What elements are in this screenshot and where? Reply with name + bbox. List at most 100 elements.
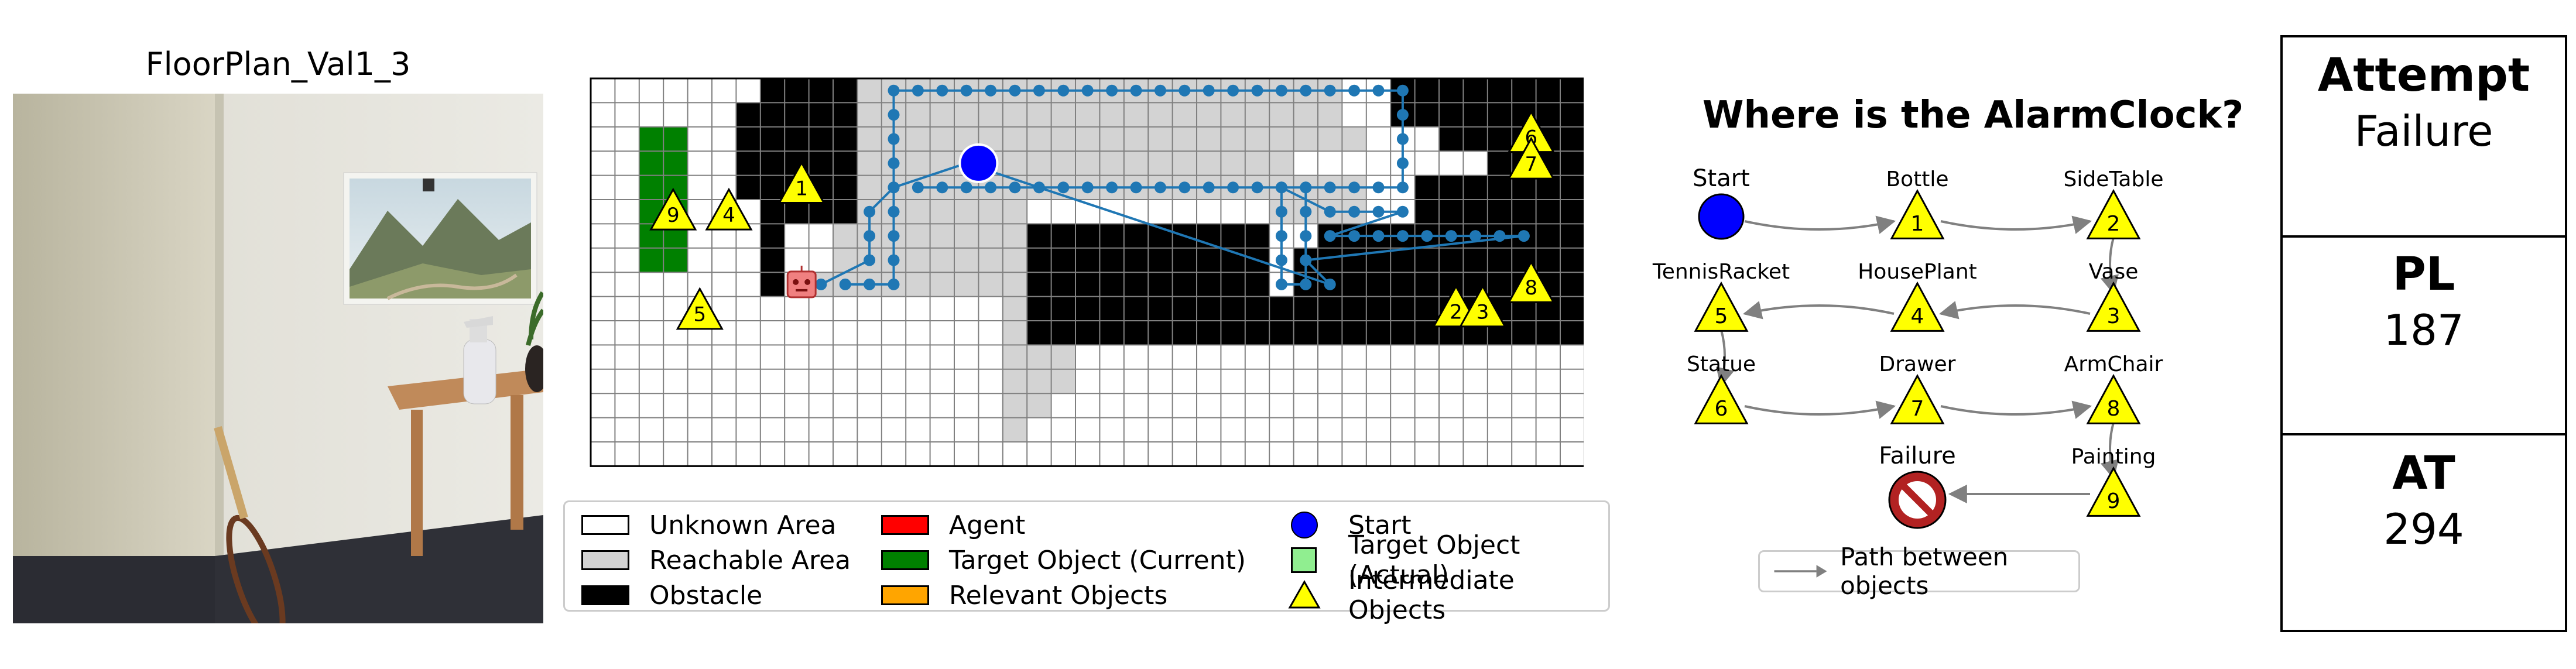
intermediate-object-marker (705, 187, 753, 231)
graph-node-number: 9 (2107, 489, 2121, 513)
path-point (864, 254, 876, 266)
obstacle-cell (760, 248, 785, 273)
graph-object-node (2086, 466, 2141, 517)
path-point (1033, 84, 1045, 97)
path-point (985, 84, 997, 97)
obstacle-cell (736, 151, 761, 176)
path-point (1227, 181, 1239, 194)
path-point (1106, 181, 1118, 194)
graph-edge-arrow (1742, 301, 1895, 320)
graph-node-number: 1 (1911, 212, 1924, 236)
path-point (815, 278, 827, 290)
path-point (912, 181, 924, 194)
marker-number: 7 (1525, 153, 1537, 176)
path-point (888, 157, 900, 169)
path-point (888, 230, 900, 242)
path-point (1300, 254, 1312, 266)
path-point (1275, 84, 1287, 97)
graph-object-node (1890, 373, 1945, 424)
scene-view-image (13, 94, 549, 644)
path-point (936, 84, 948, 97)
start-marker (958, 143, 999, 183)
path-point (1227, 84, 1239, 97)
graph-node-number: 3 (2107, 304, 2121, 328)
marker-number: 9 (667, 204, 680, 227)
legend-item: Reachable Area (581, 544, 851, 576)
path-point (1517, 230, 1530, 242)
path-point (1396, 84, 1409, 97)
legend-label: Target Object (Actual) (1348, 530, 1520, 590)
path-point (1057, 84, 1070, 97)
graph-object-node (1694, 373, 1749, 424)
graph-node-number: 6 (1715, 397, 1728, 421)
marker-number: 1 (795, 177, 808, 200)
intermediate-object-marker (1507, 260, 1555, 303)
graph-object-node (2086, 373, 2141, 424)
metric-at-value: 294 (2383, 505, 2464, 554)
path-point (1179, 84, 1191, 97)
metric-at-label: AT (2392, 447, 2455, 500)
marker-number: 2 (1450, 300, 1462, 324)
legend-item: Agent (881, 509, 1025, 541)
legend-label: Reachable Area (649, 545, 851, 575)
path-point (936, 181, 948, 194)
path-point (864, 205, 876, 218)
obstacle-cell (1414, 200, 1585, 224)
path-point (1324, 84, 1336, 97)
graph-node-label: SideTable (2064, 167, 2164, 191)
path-point (1324, 230, 1336, 242)
graph-object-node (1694, 281, 1749, 332)
legend-label: Intermediate Objects (1348, 565, 1515, 625)
path-point (1396, 133, 1409, 145)
reachable-cell (1002, 417, 1027, 442)
legend-swatch (1291, 547, 1317, 573)
path-point (960, 84, 972, 97)
graph-legend-label: Path between objects (1840, 543, 2009, 600)
path-point (1300, 278, 1312, 290)
path-point (864, 278, 876, 290)
obstacle-cell (736, 126, 761, 152)
path-point (1009, 181, 1021, 194)
path-point (1275, 254, 1287, 266)
metric-attempt-value: Failure (2354, 107, 2493, 156)
graph-node-number: 5 (1715, 304, 1728, 328)
legend-swatch (581, 585, 629, 605)
reachable-cell (1002, 345, 1075, 369)
path-point (1324, 181, 1336, 194)
intermediate-object-marker (1507, 136, 1555, 180)
unknown-cell (1293, 151, 1366, 176)
graph-title: Where is the AlarmClock? (1702, 94, 2244, 137)
path-point (1372, 84, 1385, 97)
path-point (1154, 181, 1166, 194)
metric-pl-label: PL (2392, 248, 2455, 301)
legend-swatch (581, 515, 629, 535)
path-point (1324, 205, 1336, 218)
path-point (888, 84, 900, 97)
graph-node-label: Drawer (1879, 352, 1956, 376)
path-point (1396, 230, 1409, 242)
path-point (1469, 230, 1482, 242)
obstacle-cell (736, 102, 761, 127)
path-point (839, 278, 851, 290)
path-point (1275, 230, 1287, 242)
path-point (1251, 181, 1263, 194)
marker-number: 4 (722, 204, 735, 227)
graph-node-label: Painting (2071, 445, 2156, 469)
path-point (985, 181, 997, 194)
graph-edge-arrow (1938, 301, 2091, 320)
graph-node-label: ArmChair (2064, 352, 2163, 376)
legend-swatch (881, 550, 929, 570)
path-point (1033, 181, 1045, 194)
occupancy-map: 194567238 (588, 76, 1585, 467)
path-point (1081, 181, 1094, 194)
path-point (888, 205, 900, 218)
metric-attempt-label: Attempt (2317, 49, 2530, 102)
path-point (1130, 84, 1142, 97)
graph-object-node (2086, 188, 2141, 239)
path-point (1081, 84, 1094, 97)
path-point (1300, 181, 1312, 194)
reachable-cell (1002, 369, 1075, 394)
path-point (960, 181, 972, 194)
legend-swatch (581, 550, 629, 570)
